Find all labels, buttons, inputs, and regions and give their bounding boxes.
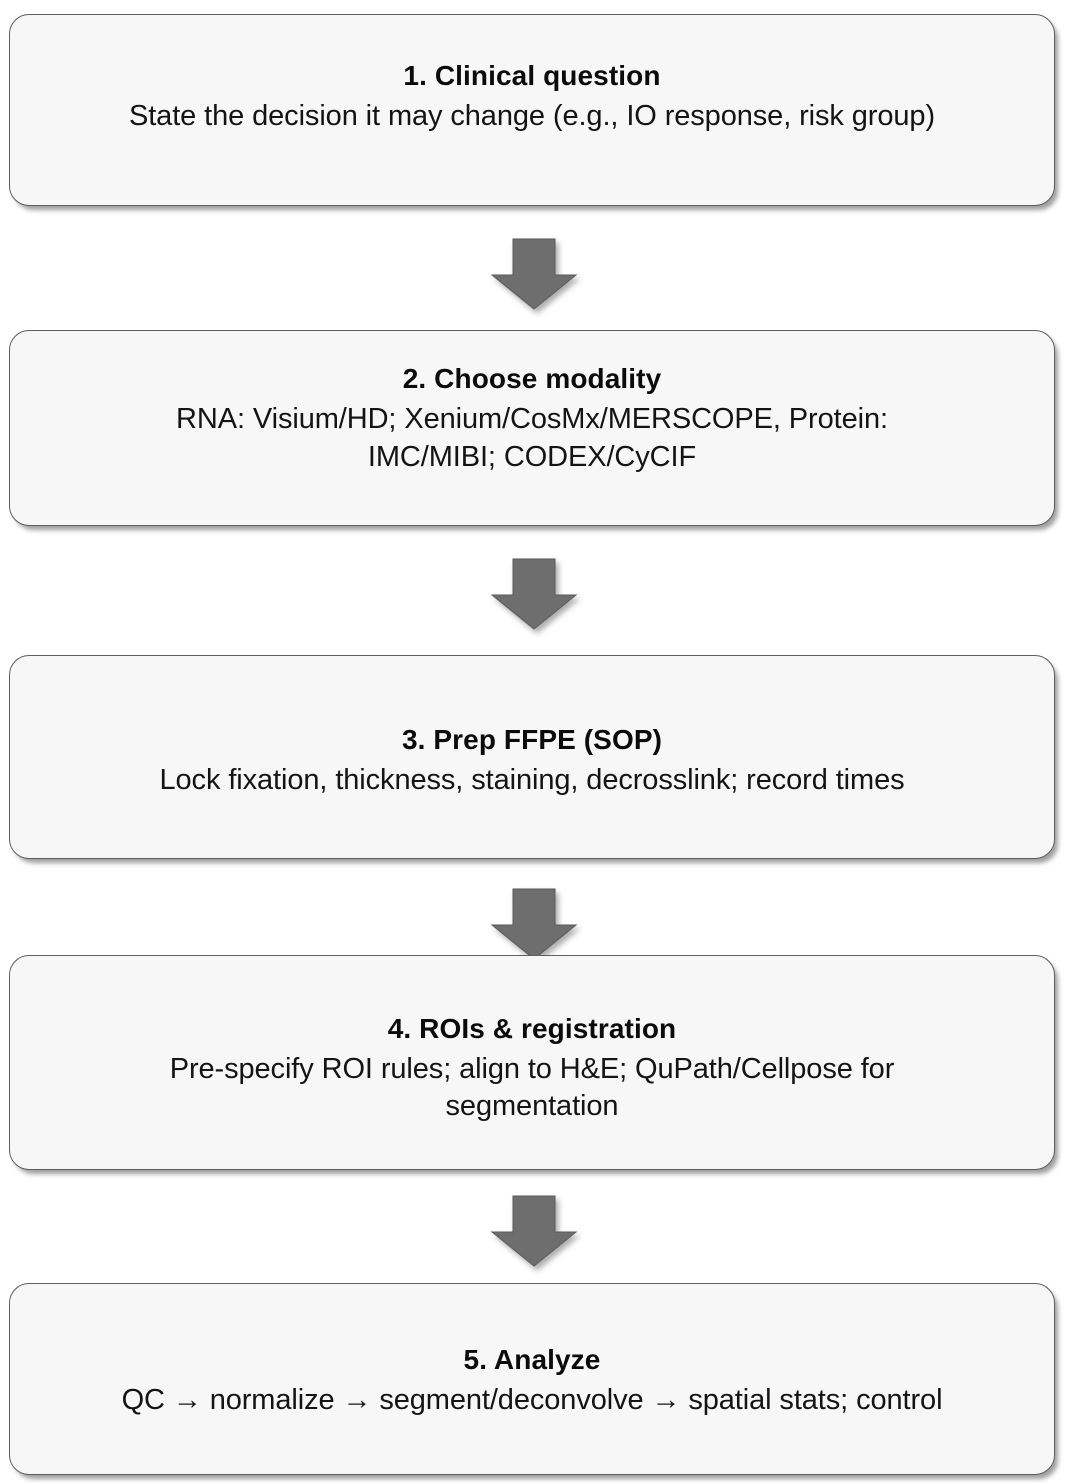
flow-node-step-1[interactable]: 1. Clinical question State the decision …: [9, 14, 1055, 206]
flow-node-step-3[interactable]: 3. Prep FFPE (SOP) Lock fixation, thickn…: [9, 655, 1055, 859]
node-title: 3. Prep FFPE (SOP): [401, 724, 663, 756]
node-body: QC → normalize → segment/deconvolve → sp…: [121, 1384, 943, 1417]
node-text-stack: 3. Prep FFPE (SOP) Lock fixation, thickn…: [36, 722, 1028, 800]
node-body: RNA: Visium/HD; Xenium/CosMx/MERSCOPE, P…: [176, 403, 888, 473]
node-text-stack: 4. ROIs & registration Pre-specify ROI r…: [36, 1011, 1028, 1126]
node-text-stack: 1. Clinical question State the decision …: [36, 58, 1028, 136]
flow-node-step-4[interactable]: 4. ROIs & registration Pre-specify ROI r…: [9, 955, 1055, 1170]
node-body: Pre-specify ROI rules; align to H&E; QuP…: [169, 1052, 895, 1123]
arrow-down-icon-3: [490, 888, 578, 960]
flow-node-step-2[interactable]: 2. Choose modality RNA: Visium/HD; Xeniu…: [9, 330, 1055, 526]
node-body: Lock fixation, thickness, staining, decr…: [159, 764, 905, 797]
arrow-down-icon-4: [490, 1195, 578, 1267]
node-text-stack: 2. Choose modality RNA: Visium/HD; Xeniu…: [36, 361, 1028, 476]
arrow-down-icon-2: [490, 558, 578, 630]
node-title: 5. Analyze: [463, 1344, 601, 1376]
node-title: 4. ROIs & registration: [387, 1012, 677, 1044]
flow-node-step-5[interactable]: 5. Analyze QC → normalize → segment/deco…: [9, 1283, 1055, 1475]
node-title: 2. Choose modality: [402, 363, 662, 395]
arrow-down-icon-1: [490, 238, 578, 310]
node-title: 1. Clinical question: [403, 60, 661, 92]
node-text-stack: 5. Analyze QC → normalize → segment/deco…: [36, 1342, 1028, 1420]
node-body: State the decision it may change (e.g., …: [128, 100, 935, 133]
